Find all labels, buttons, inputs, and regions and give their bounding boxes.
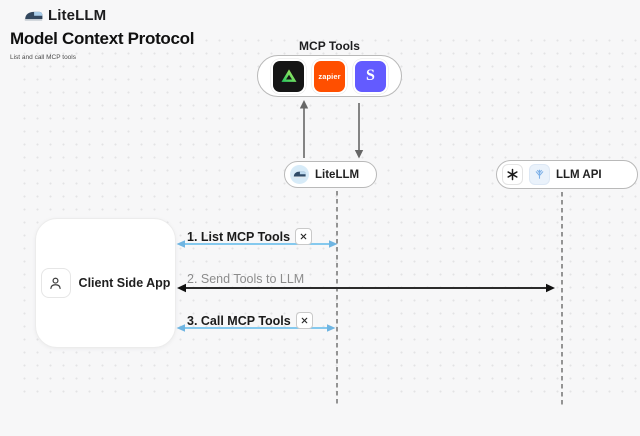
message-3-label: 3. Call MCP Tools [187,313,291,328]
litellm-node: LiteLLM [284,161,377,188]
message-3: 3. Call MCP Tools [187,312,313,329]
stripe-icon: S [355,60,386,92]
llm-api-node: LLM API [496,160,638,189]
zapier-icon: zapier [314,60,345,92]
arrow-mcp-to-litellm [354,103,364,159]
brand-name: LiteLLM [48,7,107,24]
mcp-tools-label: MCP Tools [299,39,360,53]
green-triangle-icon [273,60,304,92]
stripe-letter: S [366,67,375,84]
zapier-wordmark: zapier [318,71,341,81]
crossed-tools-icon [295,312,313,329]
llm-api-node-label: LLM API [556,168,602,181]
client-side-app-label: Client Side App [78,276,171,290]
person-icon [40,268,71,298]
train-icon [24,11,43,21]
message-1: 1. List MCP Tools [187,228,313,245]
litellm-logo-icon [290,165,309,184]
mcp-tools-node: zapier S [257,55,402,97]
page-title: Model Context Protocol [10,29,195,48]
message-2: 2. Send Tools to LLM [187,272,304,286]
litellm-node-label: LiteLLM [315,168,360,181]
message-1-label: 1. List MCP Tools [187,229,291,244]
message-2-label: 2. Send Tools to LLM [187,272,305,286]
page-subtitle: List and call MCP tools [10,54,76,61]
llm-provider-icon [529,164,550,185]
arrow-litellm-to-mcp [299,100,309,158]
crossed-tools-icon [295,228,313,245]
openai-icon [502,164,523,185]
brand: LiteLLM [24,7,106,24]
client-side-app-node: Client Side App [35,218,176,348]
